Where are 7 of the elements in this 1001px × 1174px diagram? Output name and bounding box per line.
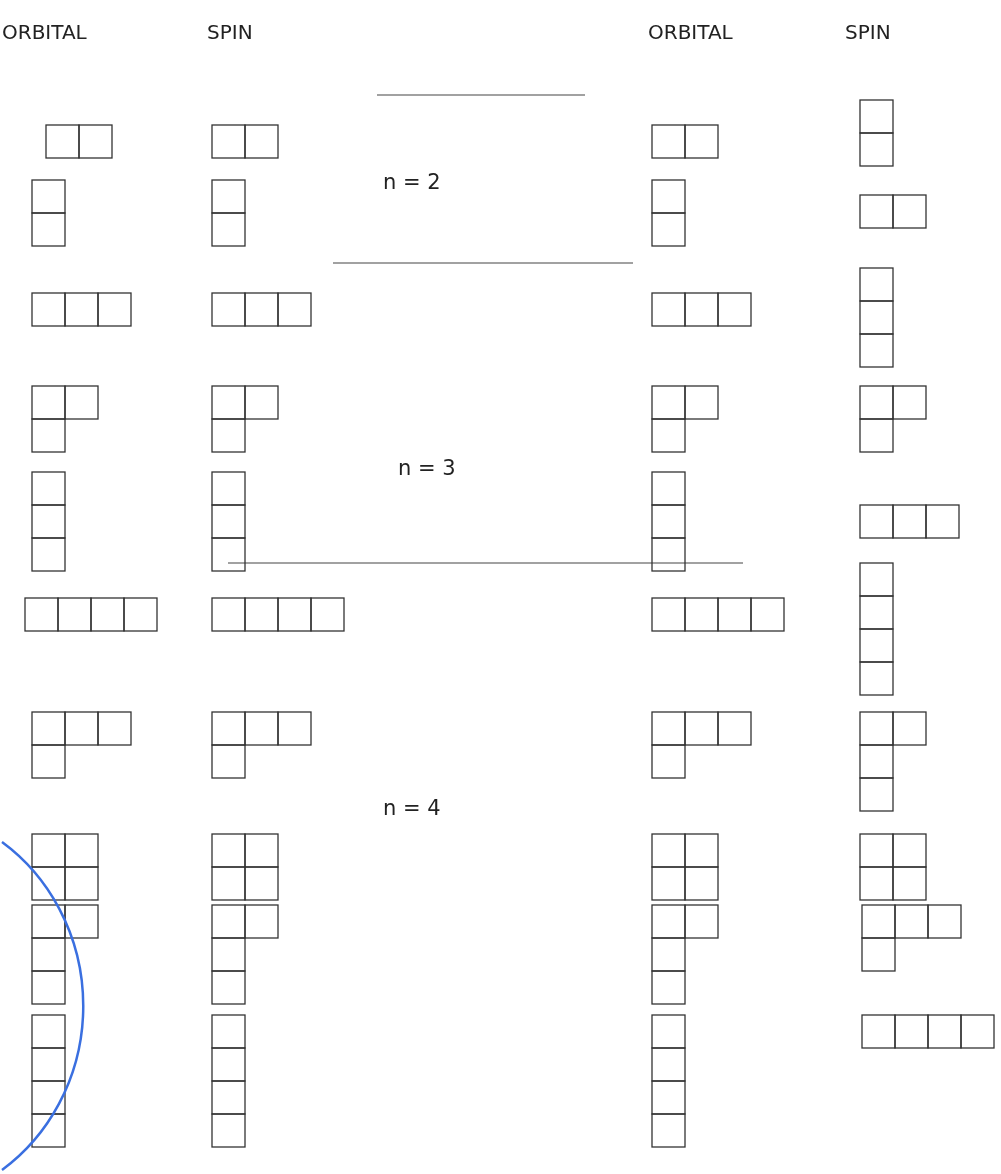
column-heading: ORBITAL	[2, 20, 87, 44]
column-heading: SPIN	[845, 20, 891, 44]
shell-label: n = 3	[398, 456, 456, 480]
shell-label: n = 4	[383, 796, 441, 820]
column-heading: ORBITAL	[648, 20, 733, 44]
shell-label: n = 2	[383, 170, 441, 194]
column-heading: SPIN	[207, 20, 253, 44]
